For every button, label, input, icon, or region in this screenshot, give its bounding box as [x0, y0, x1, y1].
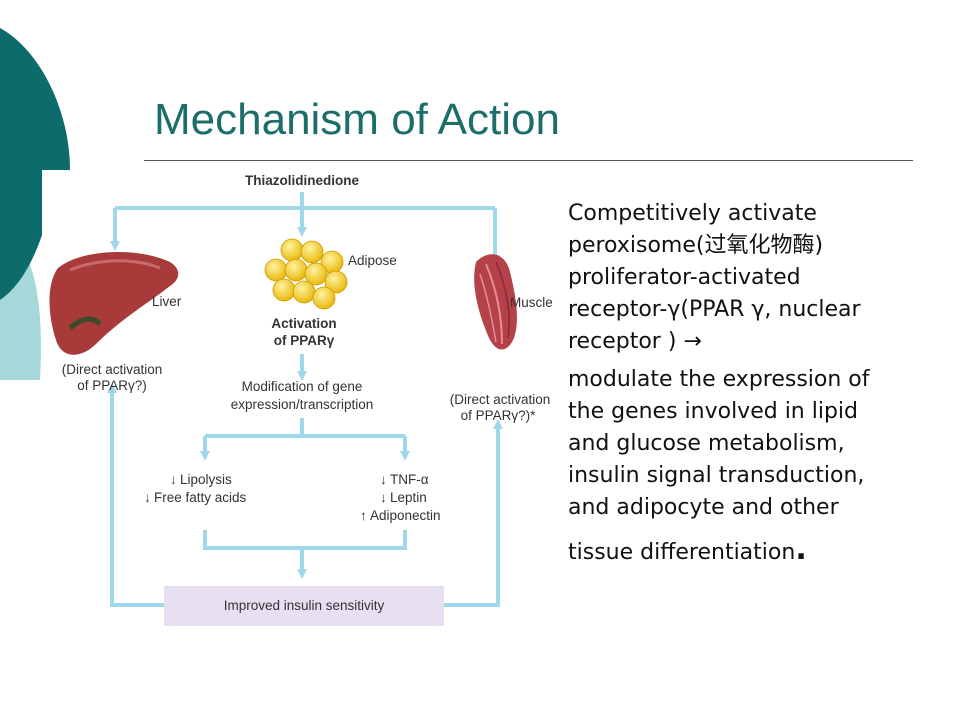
adipose-cells: [264, 238, 348, 310]
mechanism-diagram: Thiazolidinedione Liver (Direct activati…: [49, 173, 553, 626]
body-line: and adipocyte and other: [568, 495, 839, 520]
leptin-label: Leptin: [390, 490, 427, 505]
lipolysis-label: Lipolysis: [180, 472, 232, 487]
paragraph-modulate: modulate the expression of the genes inv…: [568, 364, 952, 524]
end-punctuation: .: [795, 532, 807, 567]
left-arrow-glyph-1: ↓: [170, 472, 177, 487]
muscle-label: Muscle: [510, 295, 553, 310]
flow-arrows: [107, 192, 503, 607]
paragraph-activate: Competitively activate peroxisome(过氧化物酶)…: [568, 198, 952, 358]
adipose-label: Adipose: [348, 253, 397, 268]
body-line: and glucose metabolism,: [568, 431, 845, 456]
muscle-note-line1: (Direct activation: [450, 392, 551, 407]
muscle-illustration: [474, 254, 517, 350]
body-line: receptor ) →: [568, 329, 702, 354]
activation-line2: of PPARγ: [274, 333, 335, 348]
insulin-sensitivity-box: [164, 586, 444, 626]
corner-decoration: [0, 28, 70, 380]
body-text: Competitively activate peroxisome(过氧化物酶)…: [568, 198, 952, 569]
muscle-note-line2: of PPARγ?)*: [461, 408, 537, 423]
paragraph-differentiation: tissue differentiation.: [568, 534, 952, 569]
right-arrow-glyph-2: ↓: [380, 490, 387, 505]
body-line: modulate the expression of: [568, 367, 870, 392]
modification-line1: Modification of gene: [242, 379, 363, 394]
free-fatty-acids-label: Free fatty acids: [154, 490, 247, 505]
right-arrow-glyph-3: ↑: [360, 508, 367, 523]
body-line: receptor-γ(PPAR γ, nuclear: [568, 297, 861, 322]
adiponectin-label: Adiponectin: [370, 508, 441, 523]
thiazolidinedione-label: Thiazolidinedione: [245, 173, 359, 188]
right-arrow-glyph-1: ↓: [380, 472, 387, 487]
title-divider: [144, 160, 913, 161]
liver-note-line2: of PPARγ?): [77, 378, 147, 393]
body-line: peroxisome(过氧化物酶): [568, 233, 824, 258]
liver-label: Liver: [152, 294, 182, 309]
modification-line2: expression/transcription: [231, 397, 374, 412]
tnf-alpha-label: TNF-α: [390, 472, 429, 487]
body-line: Competitively activate: [568, 201, 817, 226]
body-line: the genes involved in lipid: [568, 399, 859, 424]
body-line: insulin signal transduction,: [568, 463, 865, 488]
activation-line1: Activation: [271, 316, 336, 331]
insulin-sensitivity-label: Improved insulin sensitivity: [224, 598, 385, 613]
body-line: proliferator-activated: [568, 265, 801, 290]
slide-title: Mechanism of Action: [154, 95, 560, 144]
liver-illustration: [49, 251, 179, 355]
liver-note-line1: (Direct activation: [62, 362, 163, 377]
left-arrow-glyph-2: ↓: [144, 490, 151, 505]
body-line: tissue differentiation: [568, 540, 796, 565]
